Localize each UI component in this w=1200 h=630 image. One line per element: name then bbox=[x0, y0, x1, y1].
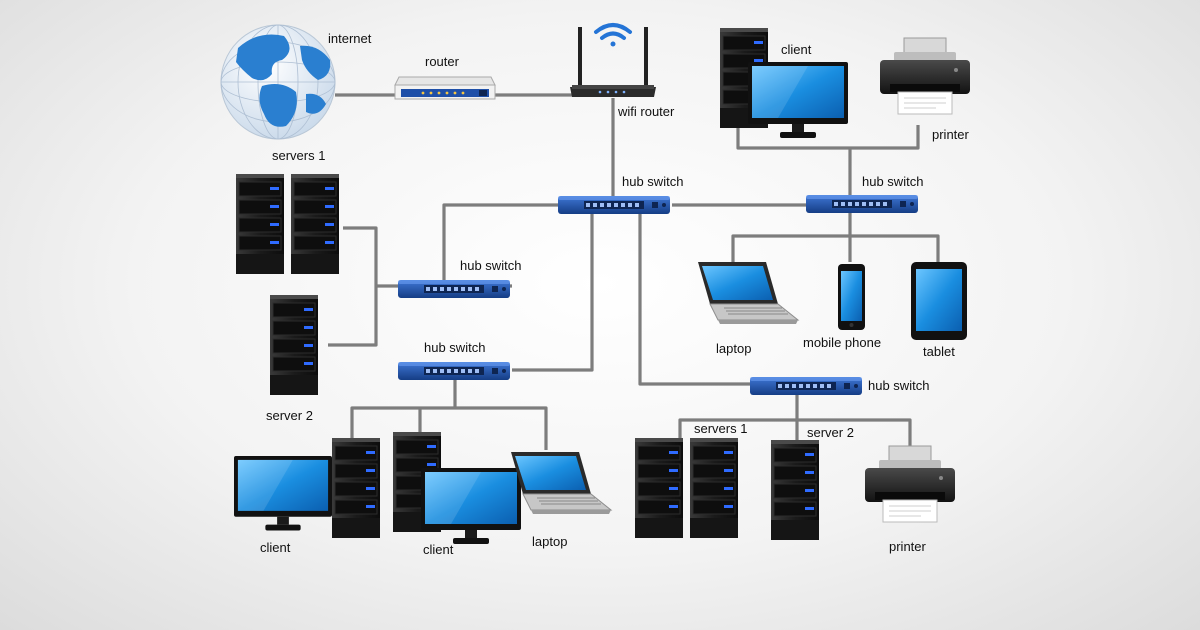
laptop-bottom-label: laptop bbox=[532, 534, 567, 549]
client-bottom-left-1-label: client bbox=[260, 540, 291, 555]
server-tower-icon bbox=[770, 439, 820, 541]
mobile-phone-icon bbox=[838, 264, 865, 330]
hub-switch-right-top-label: hub switch bbox=[862, 174, 923, 189]
servers1-bottom-label: servers 1 bbox=[694, 421, 747, 436]
wifi-signal-icon bbox=[594, 23, 632, 47]
printer-top-right-label: printer bbox=[932, 127, 970, 142]
server-tower-icon bbox=[634, 437, 684, 539]
printer-icon bbox=[879, 37, 971, 115]
hub-switch-main-label: hub switch bbox=[622, 174, 683, 189]
hub-switch-icon bbox=[806, 195, 918, 213]
hub-switch-lower-left-label: hub switch bbox=[424, 340, 485, 355]
server2-bottom-label: server 2 bbox=[807, 425, 854, 440]
servers1-left bbox=[235, 173, 340, 275]
client-bottom-left-1 bbox=[234, 437, 381, 539]
server-tower-icon bbox=[235, 173, 285, 275]
printer-bottom-label: printer bbox=[889, 539, 927, 554]
hub-switch-icon bbox=[750, 377, 862, 395]
laptop-icon bbox=[510, 451, 612, 515]
router-label: router bbox=[425, 54, 460, 69]
tablet-label: tablet bbox=[923, 344, 955, 359]
client-bottom-left-2-label: client bbox=[423, 542, 454, 557]
network-cables bbox=[328, 93, 940, 450]
wifi-router-icon bbox=[570, 27, 656, 97]
hub-switch-right-bottom-label: hub switch bbox=[868, 378, 929, 393]
monitor-icon bbox=[234, 456, 332, 531]
tablet-icon bbox=[911, 262, 967, 340]
server-tower-icon bbox=[331, 437, 381, 539]
hub-switch-left-label: hub switch bbox=[460, 258, 521, 273]
servers1-left-label: servers 1 bbox=[272, 148, 325, 163]
server-tower-icon bbox=[689, 437, 739, 539]
server2-left-label: server 2 bbox=[266, 408, 313, 423]
servers1-bottom bbox=[634, 437, 739, 539]
wifi-router-label: wifi router bbox=[617, 104, 675, 119]
client-bottom-left-2 bbox=[392, 431, 521, 544]
server-tower-icon bbox=[290, 173, 340, 275]
hub-switch-icon bbox=[398, 362, 510, 380]
hub-switch-icon bbox=[558, 196, 670, 214]
server-tower-icon bbox=[269, 294, 319, 396]
globe-icon bbox=[220, 24, 336, 140]
hub-switch-icon bbox=[398, 280, 510, 298]
laptop-right-label: laptop bbox=[716, 341, 751, 356]
client-top-right-label: client bbox=[781, 42, 812, 57]
mobile-phone-label: mobile phone bbox=[803, 335, 881, 350]
internet-label: internet bbox=[328, 31, 372, 46]
laptop-icon bbox=[697, 261, 799, 325]
router-icon bbox=[394, 76, 496, 100]
monitor-icon bbox=[421, 468, 521, 544]
server2-left bbox=[269, 294, 319, 396]
printer-icon bbox=[864, 445, 956, 523]
